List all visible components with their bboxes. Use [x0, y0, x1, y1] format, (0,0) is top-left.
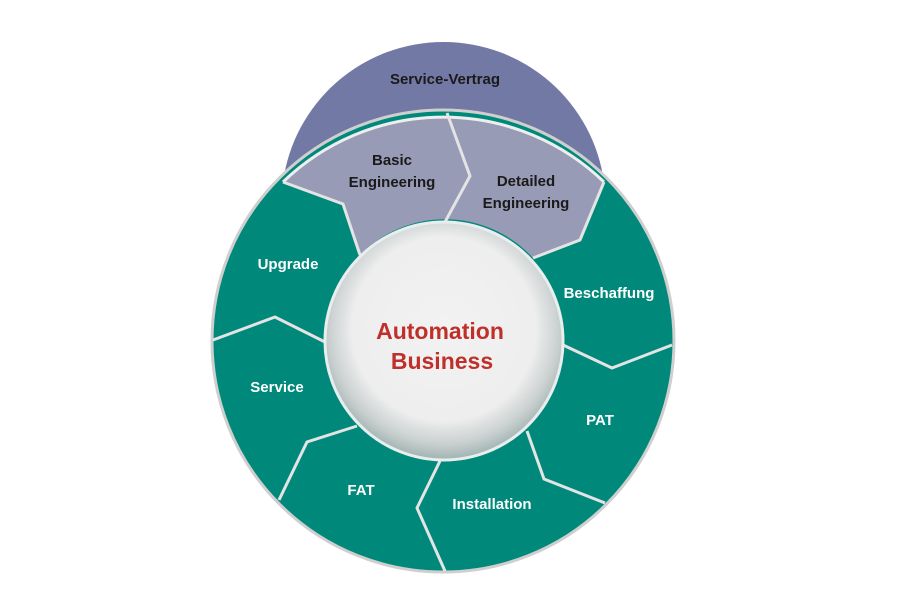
engineering-segments — [283, 117, 604, 258]
divider — [562, 343, 673, 370]
segment-label-beschaffung: Beschaffung — [564, 285, 655, 302]
segment-label-fat: FAT — [347, 482, 374, 499]
divider — [525, 430, 606, 505]
ring-top-edge — [281, 115, 606, 184]
divider — [415, 460, 447, 572]
segment-label-installation: Installation — [452, 496, 531, 513]
segment-label-pat: PAT — [586, 412, 614, 429]
segment-label-service: Service — [250, 379, 303, 396]
dome-label: Service-Vertrag — [390, 71, 500, 88]
segment-label-upgrade: Upgrade — [258, 256, 319, 273]
divider — [532, 181, 606, 260]
divider — [212, 315, 326, 344]
segment-dividers — [212, 112, 673, 572]
divider — [277, 424, 358, 501]
divider — [282, 180, 362, 256]
divider — [443, 112, 472, 223]
center-hub — [323, 220, 565, 462]
